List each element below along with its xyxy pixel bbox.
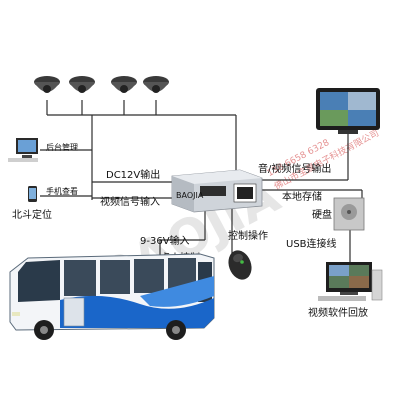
camera-group [34, 76, 169, 93]
mdvr-device: BAOJIA [171, 169, 263, 213]
phone-label: 手机查看 [46, 186, 78, 196]
beidou-label: 北斗定位 [12, 208, 52, 221]
dome-camera-icon [69, 76, 95, 93]
device-brand: BAOJIA [176, 191, 204, 200]
mouse-icon [228, 250, 252, 280]
av-output-label: 音/视频信号输出 [258, 162, 331, 175]
usb-label: USB连接线 [286, 237, 337, 250]
power-input-label: 9-36V输入 [140, 234, 190, 247]
hdd-icon [333, 197, 365, 231]
bus-icon [9, 253, 215, 340]
backend-computer-icon [8, 138, 38, 162]
dc12v-label: DC12V输出 [106, 168, 160, 181]
dome-camera-icon [143, 76, 169, 93]
local-storage-label: 本地存储 [282, 190, 322, 203]
dome-camera-icon [34, 76, 60, 93]
control-label: 控制操作 [228, 229, 268, 242]
playback-computer-icon [318, 262, 383, 301]
playback-label: 视频软件回放 [308, 306, 368, 319]
dome-camera-icon [111, 76, 137, 93]
connection-lines [40, 100, 363, 265]
backend-label: 后台管理 [46, 142, 78, 152]
monitor-icon [316, 88, 380, 134]
video-input-label: 视频信号输入 [100, 195, 160, 208]
hdd-label: 硬盘 [312, 208, 332, 221]
phone-icon [28, 186, 37, 202]
